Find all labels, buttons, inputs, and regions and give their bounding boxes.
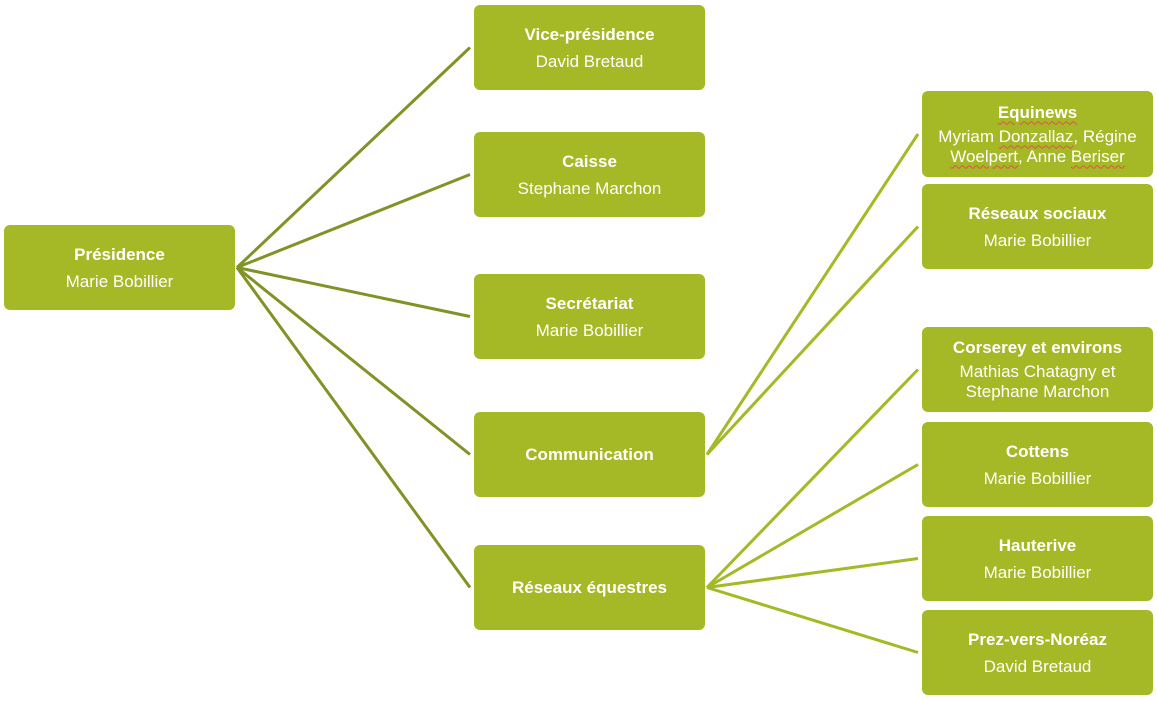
node-title: Réseaux équestres	[512, 578, 667, 597]
connector-presidence-to-secretariat	[236, 266, 471, 318]
node-corserey[interactable]: Corserey et environs Mathias Chatagny et…	[922, 327, 1153, 412]
node-prez[interactable]: Prez-vers-Noréaz David Bretaud	[922, 610, 1153, 695]
node-title: Présidence	[74, 244, 165, 264]
spellcheck-flagged-word: Donzallaz	[998, 126, 1074, 146]
node-title: Caisse	[562, 151, 617, 171]
node-vice-presidence[interactable]: Vice-présidence David Bretaud	[474, 5, 705, 90]
node-person: David Bretaud	[983, 656, 1092, 676]
person-text: , Régine	[1073, 126, 1137, 146]
node-title: Vice-présidence	[524, 24, 655, 44]
connector-communication-to-equinews	[705, 133, 920, 456]
connector-presidence-to-vice-presidence	[235, 46, 472, 269]
node-caisse[interactable]: Caisse Stephane Marchon	[474, 132, 705, 217]
node-person: Myriam Donzallaz, Régine Woelpert, Anne …	[922, 127, 1154, 167]
node-title: Corserey et environs	[952, 338, 1123, 357]
connector-reseaux-equestres-to-hauterive	[706, 557, 919, 589]
node-title: Prez-vers-Noréaz	[968, 629, 1107, 649]
connector-communication-to-reseaux-sociaux	[705, 225, 920, 456]
connector-reseaux-equestres-to-cottens	[706, 463, 919, 589]
node-equinews[interactable]: Equinews Myriam Donzallaz, Régine Woelpe…	[922, 91, 1153, 177]
connector-reseaux-equestres-to-prez	[706, 586, 919, 654]
node-communication[interactable]: Communication	[474, 412, 705, 497]
node-title: Communication	[525, 445, 654, 464]
node-cottens[interactable]: Cottens Marie Bobillier	[922, 422, 1153, 507]
person-text: , Anne	[1017, 146, 1071, 166]
node-person: Marie Bobillier	[535, 320, 644, 340]
spellcheck-flagged-word: Beriser	[1070, 146, 1125, 166]
person-text: Myriam	[938, 126, 999, 146]
node-person: Marie Bobillier	[983, 468, 1092, 488]
node-presidence[interactable]: Présidence Marie Bobillier	[4, 225, 235, 310]
node-person: David Bretaud	[535, 51, 644, 71]
node-person: Marie Bobillier	[983, 230, 1092, 250]
node-person: Marie Bobillier	[65, 271, 174, 291]
node-hauterive[interactable]: Hauterive Marie Bobillier	[922, 516, 1153, 601]
node-person: Marie Bobillier	[983, 562, 1092, 582]
node-reseaux-equestres[interactable]: Réseaux équestres	[474, 545, 705, 630]
node-person: Mathias Chatagny et Stephane Marchon	[959, 362, 1116, 401]
node-title: Cottens	[1005, 441, 1070, 461]
node-reseaux-sociaux[interactable]: Réseaux sociaux Marie Bobillier	[922, 184, 1153, 269]
node-title: Secrétariat	[545, 293, 634, 313]
node-title: Hauterive	[998, 535, 1077, 555]
connector-presidence-to-communication	[236, 266, 471, 456]
node-person: Stephane Marchon	[517, 178, 662, 198]
connector-presidence-to-caisse	[236, 173, 471, 269]
node-title: Réseaux sociaux	[968, 203, 1107, 223]
spellcheck-flagged-word: Woelpert	[950, 146, 1018, 166]
connector-reseaux-equestres-to-corserey	[705, 368, 920, 589]
node-title: Equinews	[997, 102, 1078, 122]
connector-presidence-to-reseaux-equestres	[235, 266, 472, 589]
node-secretariat[interactable]: Secrétariat Marie Bobillier	[474, 274, 705, 359]
